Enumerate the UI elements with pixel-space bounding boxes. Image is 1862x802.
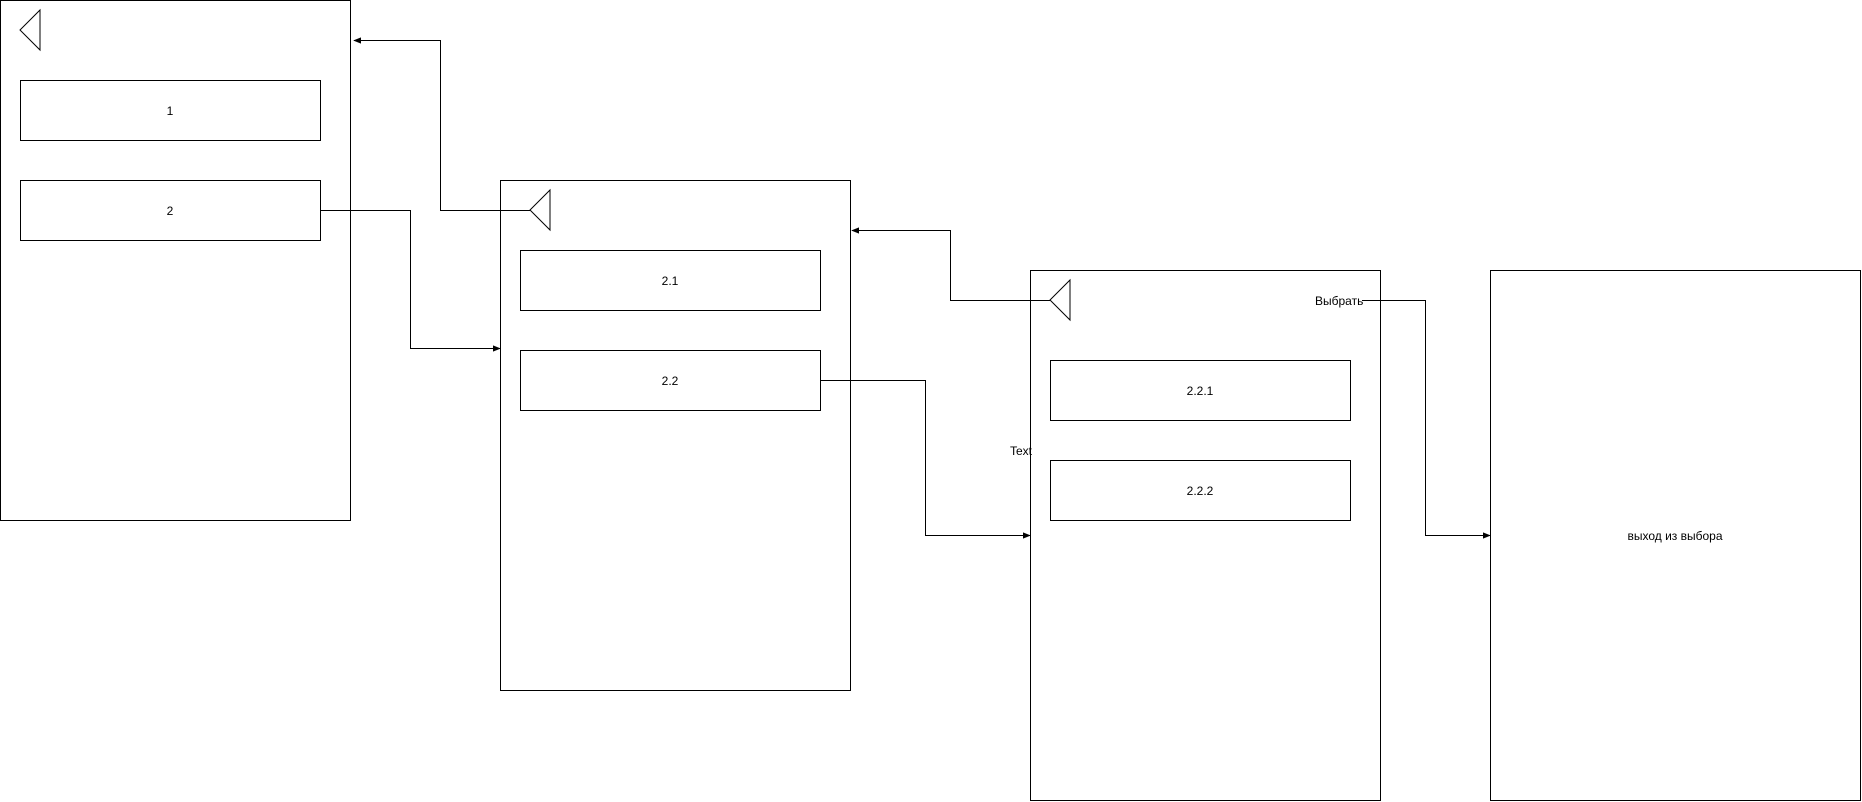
screen-3-item-2-2-1-label: 2.2.1: [1187, 384, 1214, 398]
connector-select-to-screen-4: [1362, 300, 1491, 539]
screen-1-frame: [0, 0, 351, 521]
select-link[interactable]: Выбрать: [1315, 294, 1363, 308]
screen-3-frame: [1030, 270, 1381, 801]
screen-2: 2.1 2.2: [500, 180, 851, 691]
screen-2-item-2-1-label: 2.1: [662, 274, 679, 288]
connectors: [321, 37, 1491, 539]
back-triangle-icon[interactable]: [529, 188, 551, 232]
screen-2-item-2-2-label: 2.2: [662, 374, 679, 388]
connector-screen-3-back-to-screen-2: [851, 227, 1050, 301]
screen-1-item-2-label: 2: [167, 204, 174, 218]
back-triangle-icon[interactable]: [19, 8, 41, 52]
back-triangle-icon[interactable]: [1049, 278, 1071, 322]
connector-screen-2-back-to-screen-1: [353, 37, 530, 211]
screen-2-frame: [500, 180, 851, 691]
screen-3-item-2-2-1[interactable]: 2.2.1: [1050, 360, 1351, 421]
screen-1: 1 2: [0, 0, 351, 521]
screen-1-item-1[interactable]: 1: [20, 80, 321, 141]
screen-3-item-2-2-2[interactable]: 2.2.2: [1050, 460, 1351, 521]
screen-2-item-2-2[interactable]: 2.2: [520, 350, 821, 411]
screen-4: выход из выбора: [1490, 270, 1861, 801]
exit-selection-label: выход из выбора: [1627, 529, 1722, 543]
side-text-label: Text: [1010, 444, 1033, 458]
screen-1-item-1-label: 1: [167, 104, 174, 118]
screen-3: Выбрать Text 2.2.1 2.2.2: [1010, 270, 1381, 801]
connector-item-2-to-screen-2: [321, 210, 501, 352]
screen-2-item-2-1[interactable]: 2.1: [520, 250, 821, 311]
screen-3-item-2-2-2-label: 2.2.2: [1187, 484, 1214, 498]
connector-item-2-2-to-screen-3: [821, 380, 1031, 539]
screen-1-item-2[interactable]: 2: [20, 180, 321, 241]
